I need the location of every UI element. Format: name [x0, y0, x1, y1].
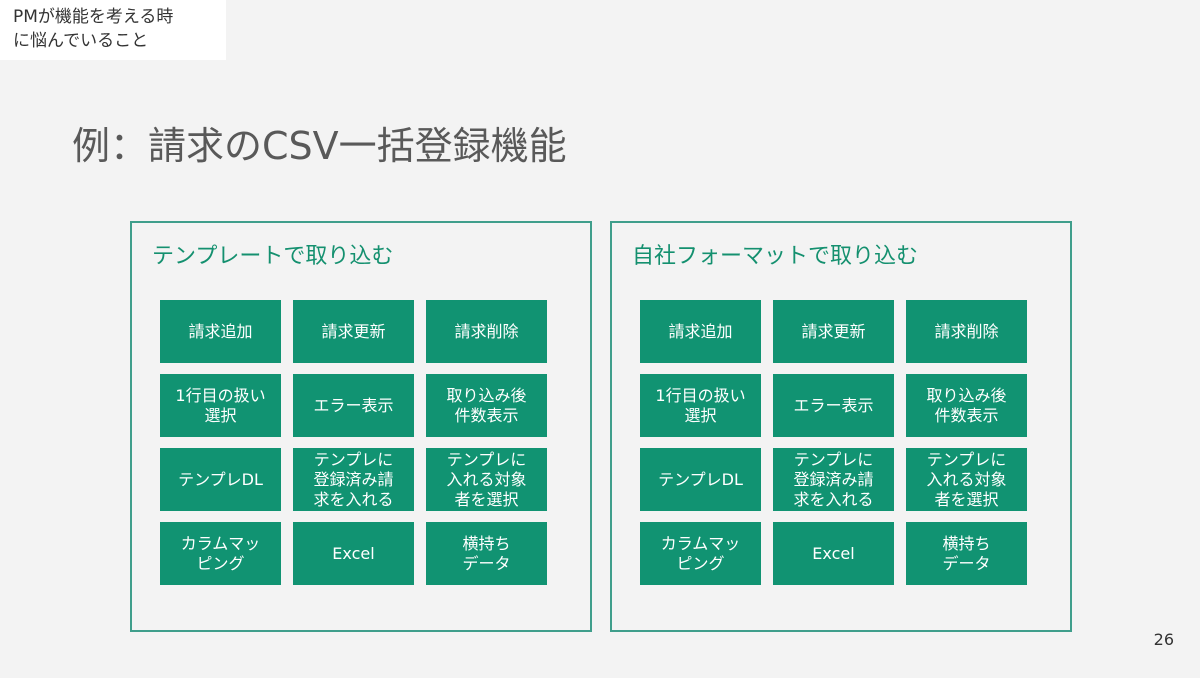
feature-tile: 請求更新	[293, 300, 414, 363]
feature-tile: テンプレに 入れる対象 者を選択	[426, 448, 547, 511]
feature-tile: 請求追加	[640, 300, 761, 363]
feature-tile: Excel	[293, 522, 414, 585]
feature-tile: 請求削除	[906, 300, 1027, 363]
feature-tile: 1行目の扱い 選択	[160, 374, 281, 437]
feature-grid: 請求追加 請求更新 請求削除 1行目の扱い 選択 エラー表示 取り込み後 件数表…	[160, 300, 547, 585]
section-tag-line-1: PMが機能を考える時	[13, 7, 174, 27]
feature-tile: 請求削除	[426, 300, 547, 363]
feature-tile: カラムマッ ピング	[160, 522, 281, 585]
feature-tile: エラー表示	[773, 374, 894, 437]
feature-tile: カラムマッ ピング	[640, 522, 761, 585]
panel-title: テンプレートで取り込む	[152, 244, 394, 269]
panel-template-import: テンプレートで取り込む 請求追加 請求更新 請求削除 1行目の扱い 選択 エラー…	[130, 221, 592, 632]
feature-tile: 請求更新	[773, 300, 894, 363]
feature-tile: テンプレに 入れる対象 者を選択	[906, 448, 1027, 511]
section-tag-line-2: に悩んでいること	[13, 31, 149, 51]
page-number: 26	[1153, 630, 1174, 649]
feature-tile: テンプレDL	[640, 448, 761, 511]
feature-tile: テンプレに 登録済み請 求を入れる	[293, 448, 414, 511]
panel-title: 自社フォーマットで取り込む	[632, 244, 919, 269]
feature-tile: 1行目の扱い 選択	[640, 374, 761, 437]
section-tag: PMが機能を考える時 に悩んでいること	[0, 0, 226, 60]
feature-tile: 横持ち データ	[426, 522, 547, 585]
feature-tile: Excel	[773, 522, 894, 585]
feature-tile: 横持ち データ	[906, 522, 1027, 585]
feature-tile: 取り込み後 件数表示	[906, 374, 1027, 437]
feature-grid: 請求追加 請求更新 請求削除 1行目の扱い 選択 エラー表示 取り込み後 件数表…	[640, 300, 1027, 585]
feature-tile: テンプレDL	[160, 448, 281, 511]
feature-tile: エラー表示	[293, 374, 414, 437]
slide-title: 例：請求のCSV一括登録機能	[72, 124, 567, 168]
feature-tile: テンプレに 登録済み請 求を入れる	[773, 448, 894, 511]
feature-tile: 請求追加	[160, 300, 281, 363]
feature-tile: 取り込み後 件数表示	[426, 374, 547, 437]
panel-custom-format-import: 自社フォーマットで取り込む 請求追加 請求更新 請求削除 1行目の扱い 選択 エ…	[610, 221, 1072, 632]
